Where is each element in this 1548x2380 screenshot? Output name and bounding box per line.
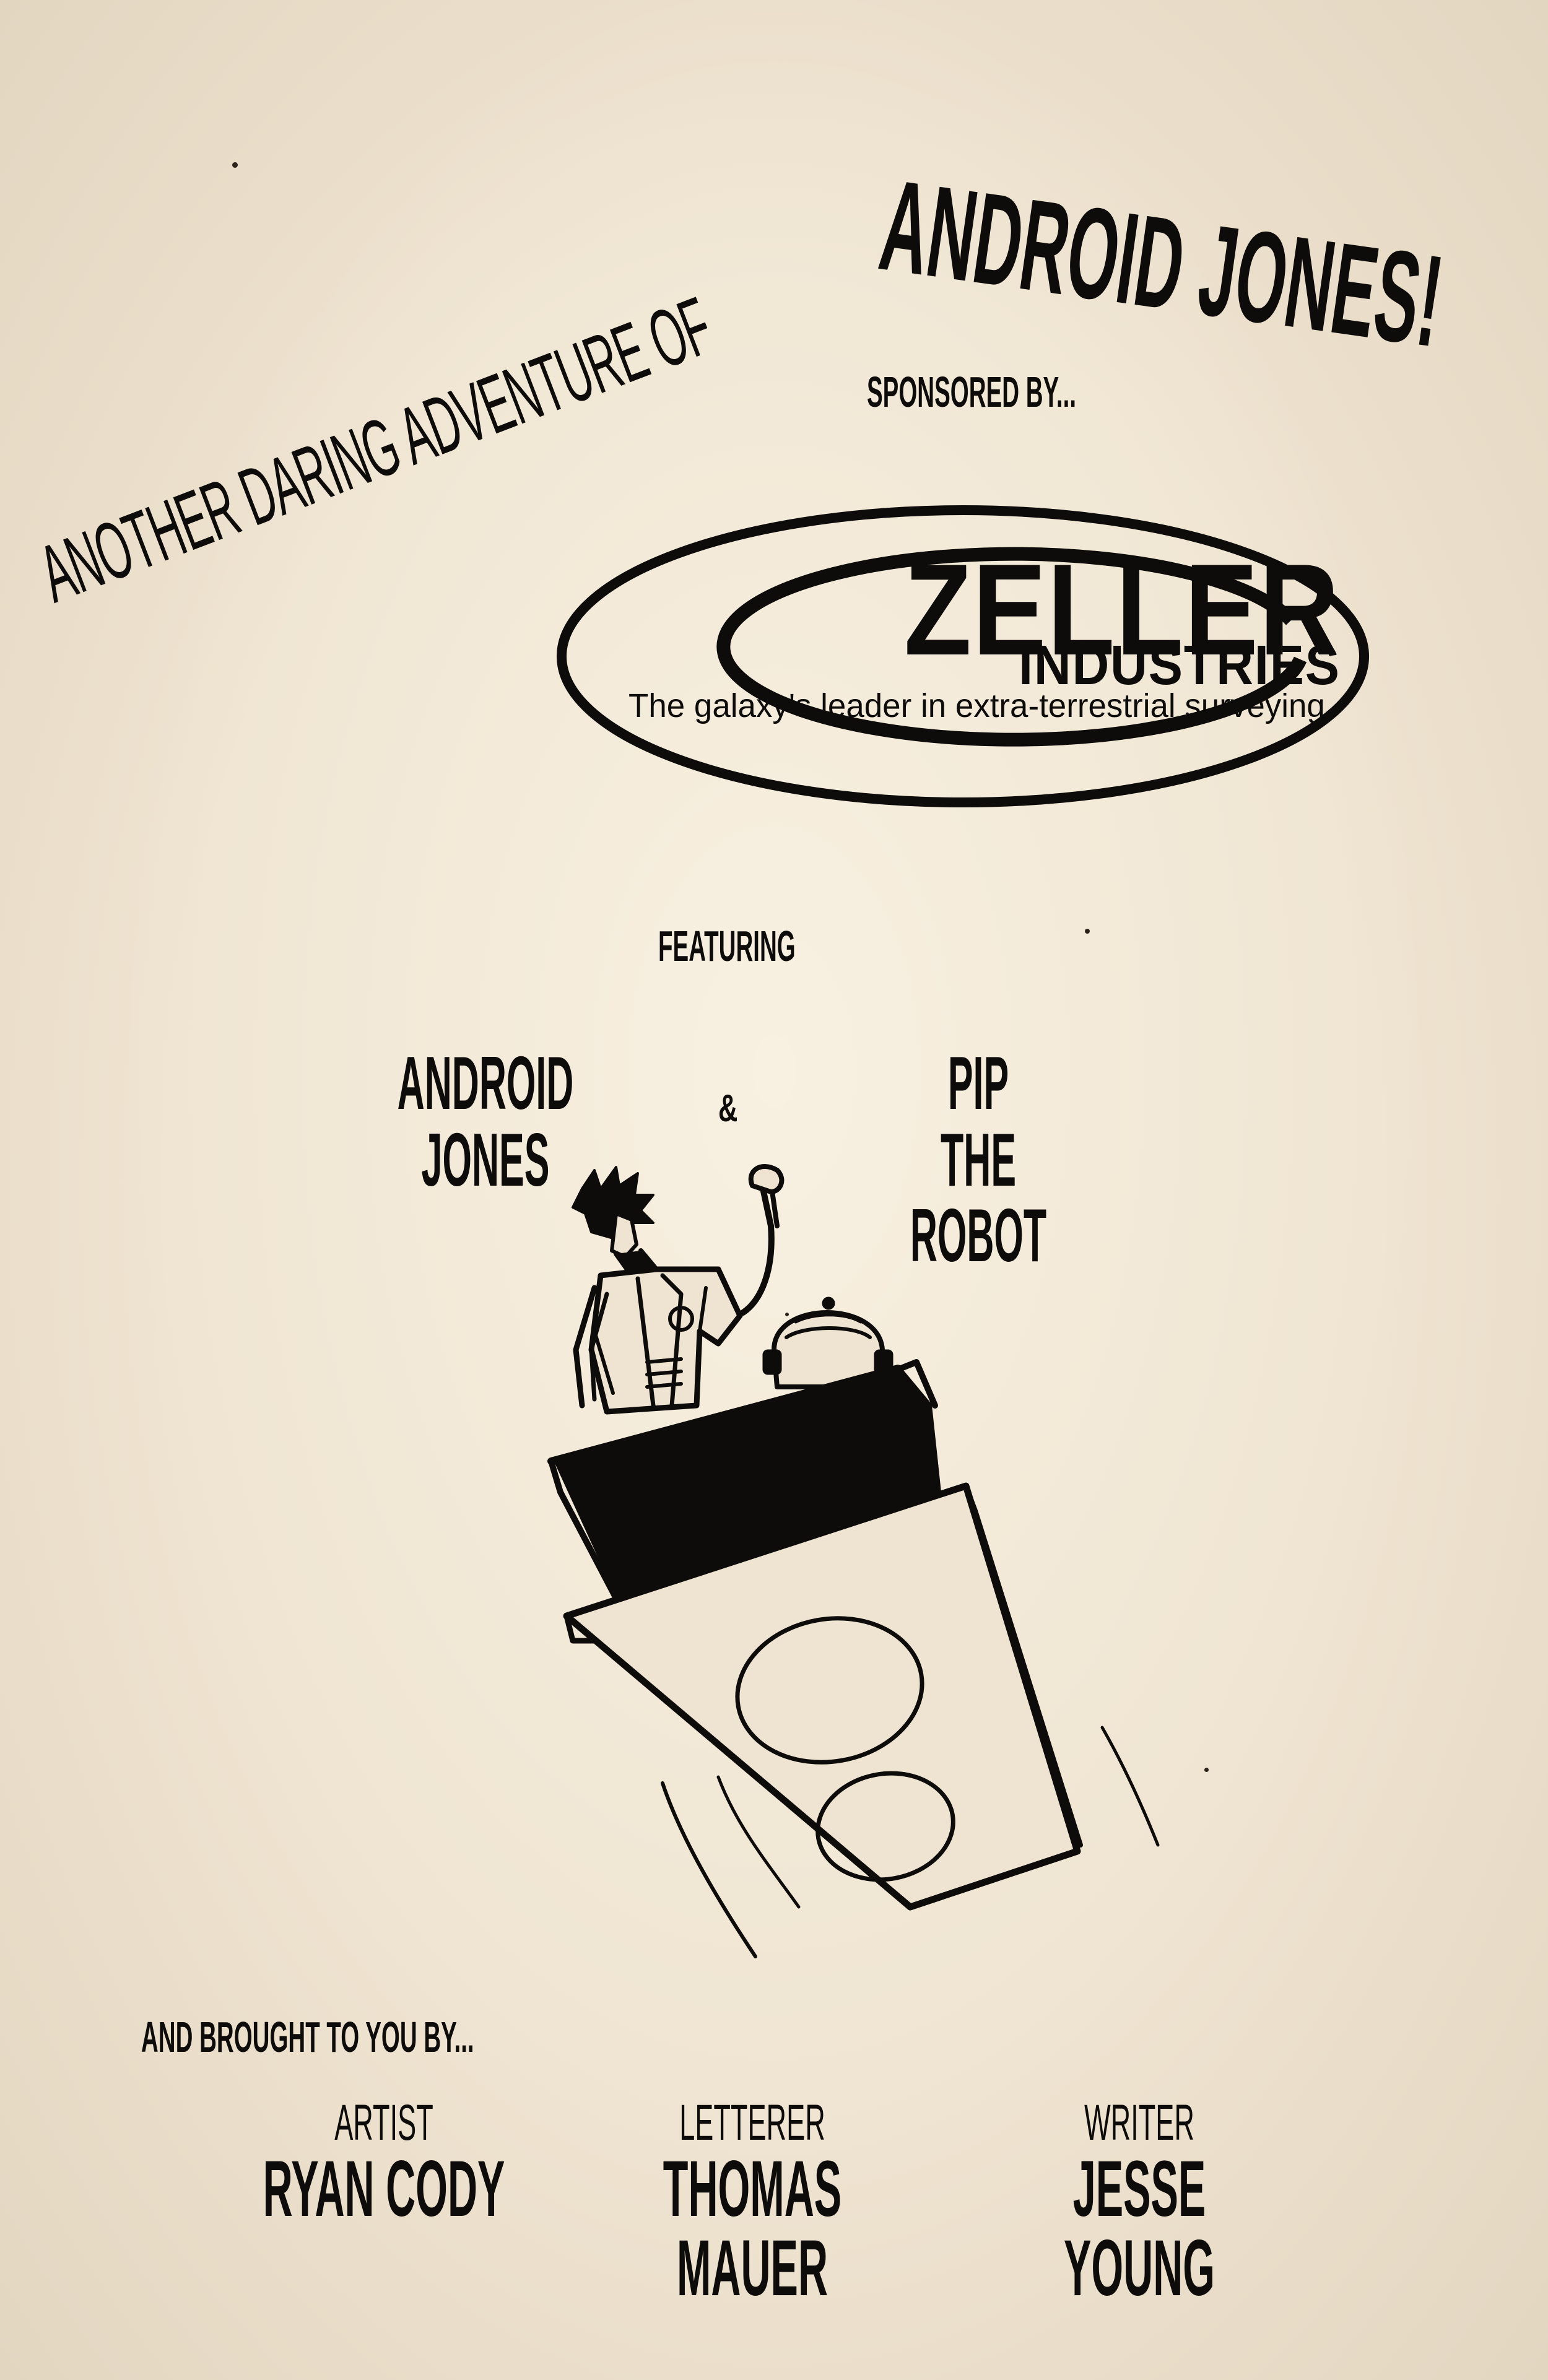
credit-role-artist: ARTIST: [334, 2095, 433, 2151]
sponsor-logo-division: INDUSTRIES: [1019, 635, 1341, 697]
sponsor-logo-ellipses: [557, 505, 1369, 807]
character-2-name-line1: PIP: [947, 1041, 1009, 1125]
character-1-name-line2: JONES: [421, 1118, 550, 1202]
credit-name-writer: JESSE YOUNG: [1063, 2145, 1215, 2313]
paper-speck: [1085, 929, 1090, 934]
paper-speck: [232, 162, 238, 168]
credit-name-letterer: THOMAS MAUER: [663, 2145, 842, 2313]
pod-visor: [547, 1359, 941, 1619]
hero-pod-illustration: [547, 1164, 1160, 1958]
sponsor-logo-company: ZELLER: [904, 537, 1341, 682]
title-hero-name: ANDROID JONES!: [872, 152, 1451, 375]
robot-head: [762, 1296, 894, 1389]
hero-figure: [572, 1164, 785, 1415]
character-1-name-line1: ANDROID: [397, 1041, 574, 1125]
featuring-heading: FEATURING: [658, 922, 796, 970]
credit-role-writer: WRITER: [1084, 2095, 1194, 2151]
paper-speck: [1204, 1768, 1209, 1772]
sponsor-logo-tagline: The galaxy's leader in extra-terrestrial…: [628, 687, 1325, 724]
motion-lines: [661, 1726, 1160, 1958]
credit-role-letterer: LETTERER: [679, 2095, 825, 2151]
credit-name-artist: RYAN CODY: [263, 2145, 505, 2233]
character-2-name-line2: THE ROBOT: [910, 1118, 1047, 1277]
paper-speck: [785, 1313, 789, 1316]
pod-body: [563, 1482, 1083, 1911]
character-joiner: &: [718, 1087, 738, 1130]
sponsored-heading: SPONSORED BY...: [867, 368, 1077, 416]
credits-heading: AND BROUGHT TO YOU BY...: [141, 2013, 474, 2061]
